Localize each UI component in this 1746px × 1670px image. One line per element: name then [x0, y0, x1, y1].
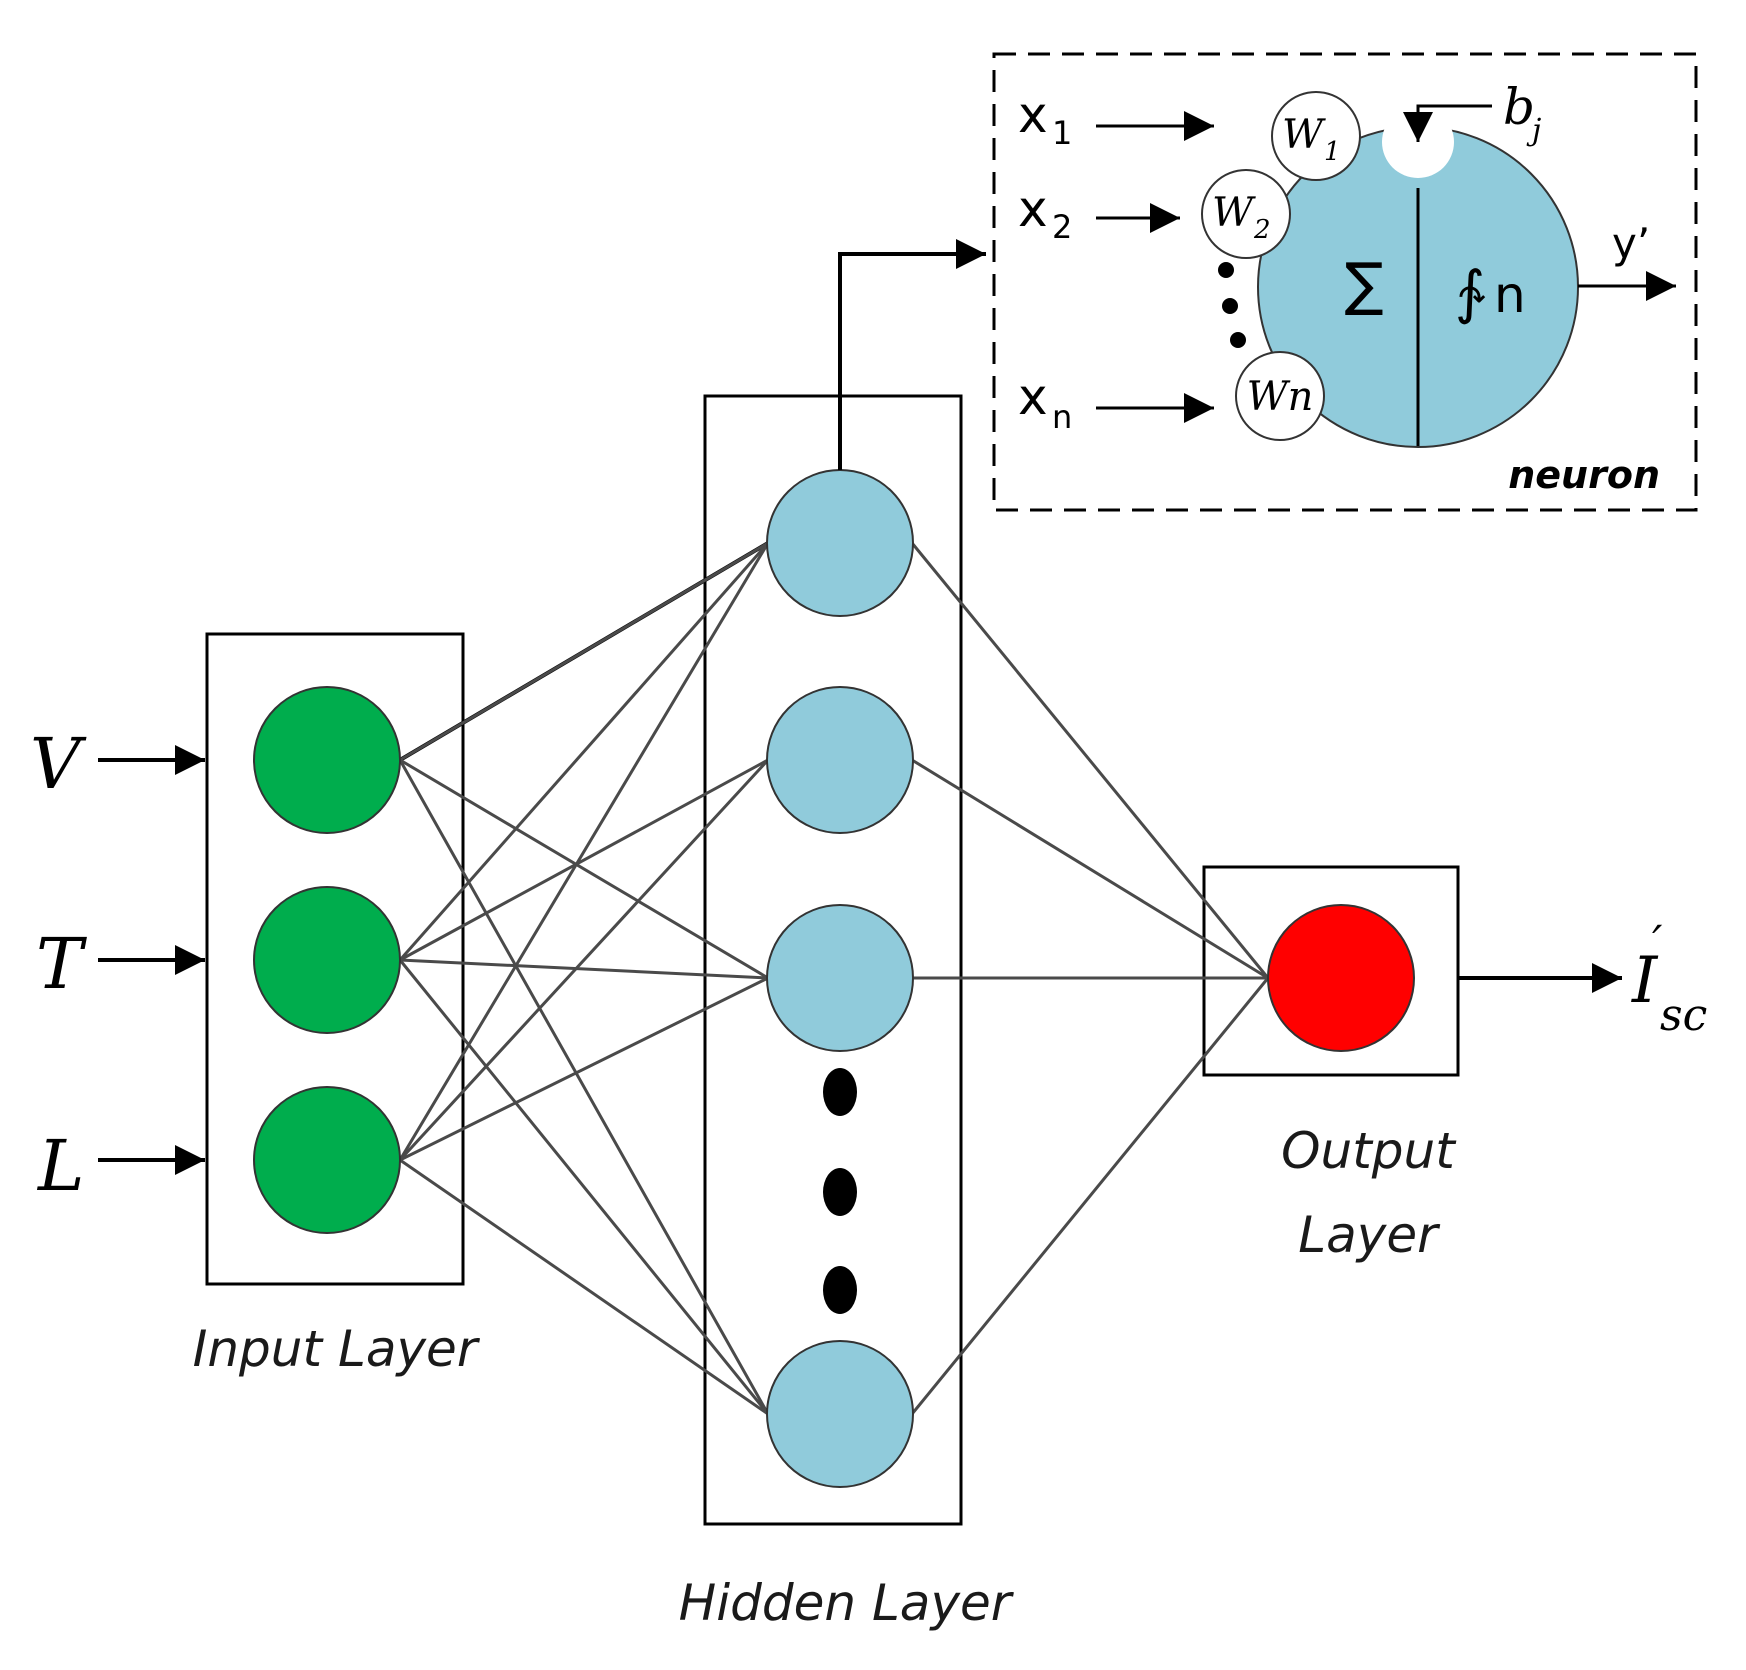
input-label-l: L — [36, 1125, 84, 1207]
weight-node-n — [1235, 351, 1325, 441]
weight-2-sub: 2 — [1253, 215, 1271, 245]
activation-subscript: n — [1494, 266, 1526, 324]
connection-line — [398, 542, 770, 1161]
output-label: I ′ sc — [1631, 915, 1707, 1041]
hidden-node-2 — [766, 686, 914, 834]
weight-ellipsis-dot — [1230, 332, 1246, 348]
detail-input-1-base: x — [1018, 86, 1048, 144]
weight-ellipsis-dot — [1222, 298, 1238, 314]
input-node-l — [253, 1086, 401, 1234]
hidden-node-3 — [766, 904, 914, 1052]
output-symbol: I — [1631, 944, 1659, 1018]
connection-line — [399, 758, 769, 962]
output-subscript: sc — [1660, 990, 1707, 1041]
input-layer-label: Input Layer — [193, 1320, 481, 1378]
input-label-v: V — [30, 723, 87, 805]
output-prime: ′ — [1652, 915, 1663, 969]
detail-connector-arrow — [838, 239, 986, 470]
weight-2-base: W — [1212, 190, 1256, 236]
detail-input-n-base: x — [1018, 368, 1048, 426]
hidden-output-connections — [910, 542, 1270, 1415]
output-layer-label-line2: Layer — [1298, 1206, 1441, 1264]
hidden-layer-label: Hidden Layer — [679, 1574, 1015, 1632]
connection-line — [398, 759, 770, 1415]
weight-1-sub: 1 — [1324, 137, 1341, 167]
detail-input-n-sub: n — [1052, 398, 1072, 436]
detail-input-2-base: x — [1018, 180, 1048, 238]
connection-line — [910, 977, 1270, 1415]
bias-arrow — [1403, 104, 1492, 142]
output-node — [1267, 904, 1415, 1052]
input-label-t: T — [36, 923, 87, 1005]
input-node-v — [253, 686, 401, 834]
neuron-output-label: y’ — [1612, 219, 1650, 268]
neuron-detail-inset: b j W 1 W 2 Wn x 1 x 2 x n ∑ ∱ n y’ — [992, 52, 1698, 512]
hidden-node-1 — [766, 469, 914, 617]
bias-base: b — [1503, 78, 1535, 136]
connection-line — [399, 976, 769, 1162]
sum-symbol: ∑ — [1344, 250, 1383, 318]
connection-line — [398, 542, 770, 961]
hidden-ellipsis — [823, 1068, 857, 1314]
connection-line — [399, 758, 769, 980]
connection-line — [399, 958, 769, 980]
connection-line — [398, 959, 770, 1415]
weight-1-base: W — [1282, 112, 1326, 158]
detail-input-2-sub: 2 — [1052, 208, 1072, 246]
weight-node-2 — [1201, 169, 1291, 259]
connection-line — [911, 758, 1269, 980]
bias-label: b j — [1503, 78, 1541, 148]
neuron-detail-border — [992, 52, 1698, 512]
connection-line — [910, 542, 1270, 979]
activation-symbol: ∱ — [1455, 258, 1486, 326]
input-node-t — [253, 886, 401, 1034]
ellipsis-dot — [823, 1168, 857, 1216]
output-layer-label-line1: Output — [1281, 1122, 1457, 1180]
weight-ellipsis-dot — [1218, 262, 1234, 278]
ellipsis-dot — [823, 1266, 857, 1314]
connection-line — [398, 758, 770, 1162]
weight-n-label: Wn — [1247, 374, 1314, 420]
ellipsis-dot — [823, 1068, 857, 1116]
hidden-node-last — [766, 1340, 914, 1488]
connection-line — [399, 541, 769, 762]
connection-line — [399, 1158, 769, 1416]
detail-input-1-sub: 1 — [1052, 114, 1072, 152]
weight-node-1 — [1271, 91, 1361, 181]
input-hidden-connections — [398, 541, 770, 1416]
neuron-title: neuron — [1508, 453, 1660, 497]
